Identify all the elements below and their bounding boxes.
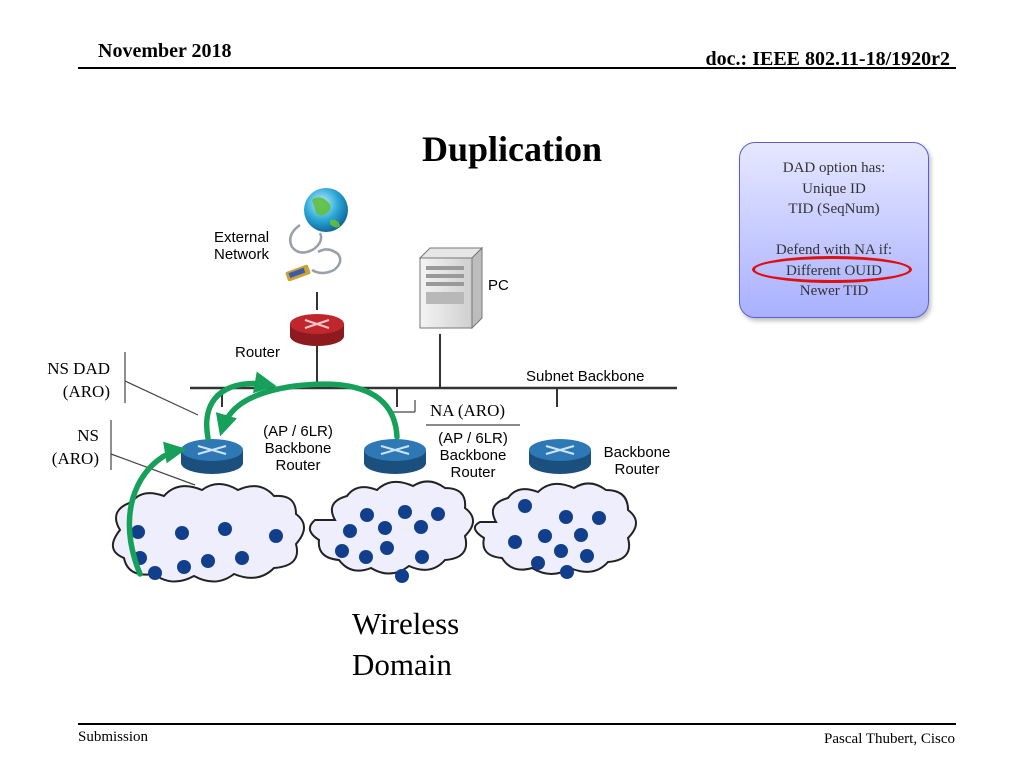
- na-aro-label: NA (ARO): [430, 401, 506, 420]
- info-line: Newer TID: [799, 283, 869, 299]
- info-line: TID (SeqNum): [788, 201, 880, 217]
- slide-title: Duplication: [421, 129, 603, 169]
- ns-dad-label: NS DAD (ARO): [47, 359, 110, 401]
- header-doc-id: doc.: IEEE 802.11-18/1920r2: [705, 48, 950, 70]
- bbr-right-label: Backbone Router: [603, 444, 671, 478]
- bbr-left-label: (AP / 6LR) Backbone Router: [263, 423, 333, 474]
- globe-icon: [285, 188, 348, 282]
- router-label: Router: [235, 344, 281, 361]
- ns-aro-arrow: [126, 441, 187, 577]
- bbr-middle-label: (AP / 6LR) Backbone Router: [438, 430, 508, 481]
- footer-rule: [78, 723, 956, 725]
- na-aro-arrow: [215, 381, 400, 440]
- info-line: DAD option has:: [782, 160, 886, 176]
- ns-aro-label: NS (ARO): [51, 426, 99, 468]
- header-date: November 2018: [98, 40, 232, 62]
- pc-label: PC: [488, 277, 509, 294]
- info-line: Defend with NA if:: [775, 242, 893, 258]
- wireless-nodes: [131, 499, 606, 583]
- wireless-domain-label: Wireless Domain: [352, 606, 460, 682]
- external-network-label: External Network: [214, 229, 270, 263]
- dad-option-box: DAD option has: Unique ID TID (SeqNum) D…: [739, 142, 929, 318]
- highlight-ellipse: [752, 256, 912, 283]
- wireless-cloud-right: [473, 482, 637, 575]
- header-rule: [78, 67, 956, 69]
- ns-dad-arrow: [203, 371, 277, 441]
- pc-icon: [418, 246, 484, 330]
- backbone-router-left-icon: [181, 439, 243, 474]
- router-icon: [290, 314, 344, 346]
- footer-submission: Submission: [78, 729, 149, 745]
- backbone-router-right-icon: [529, 439, 591, 474]
- footer-author: Pascal Thubert, Cisco: [824, 731, 955, 747]
- subnet-backbone-label: Subnet Backbone: [526, 368, 645, 385]
- info-line: Unique ID: [802, 180, 866, 197]
- backbone-router-middle-icon: [364, 439, 426, 474]
